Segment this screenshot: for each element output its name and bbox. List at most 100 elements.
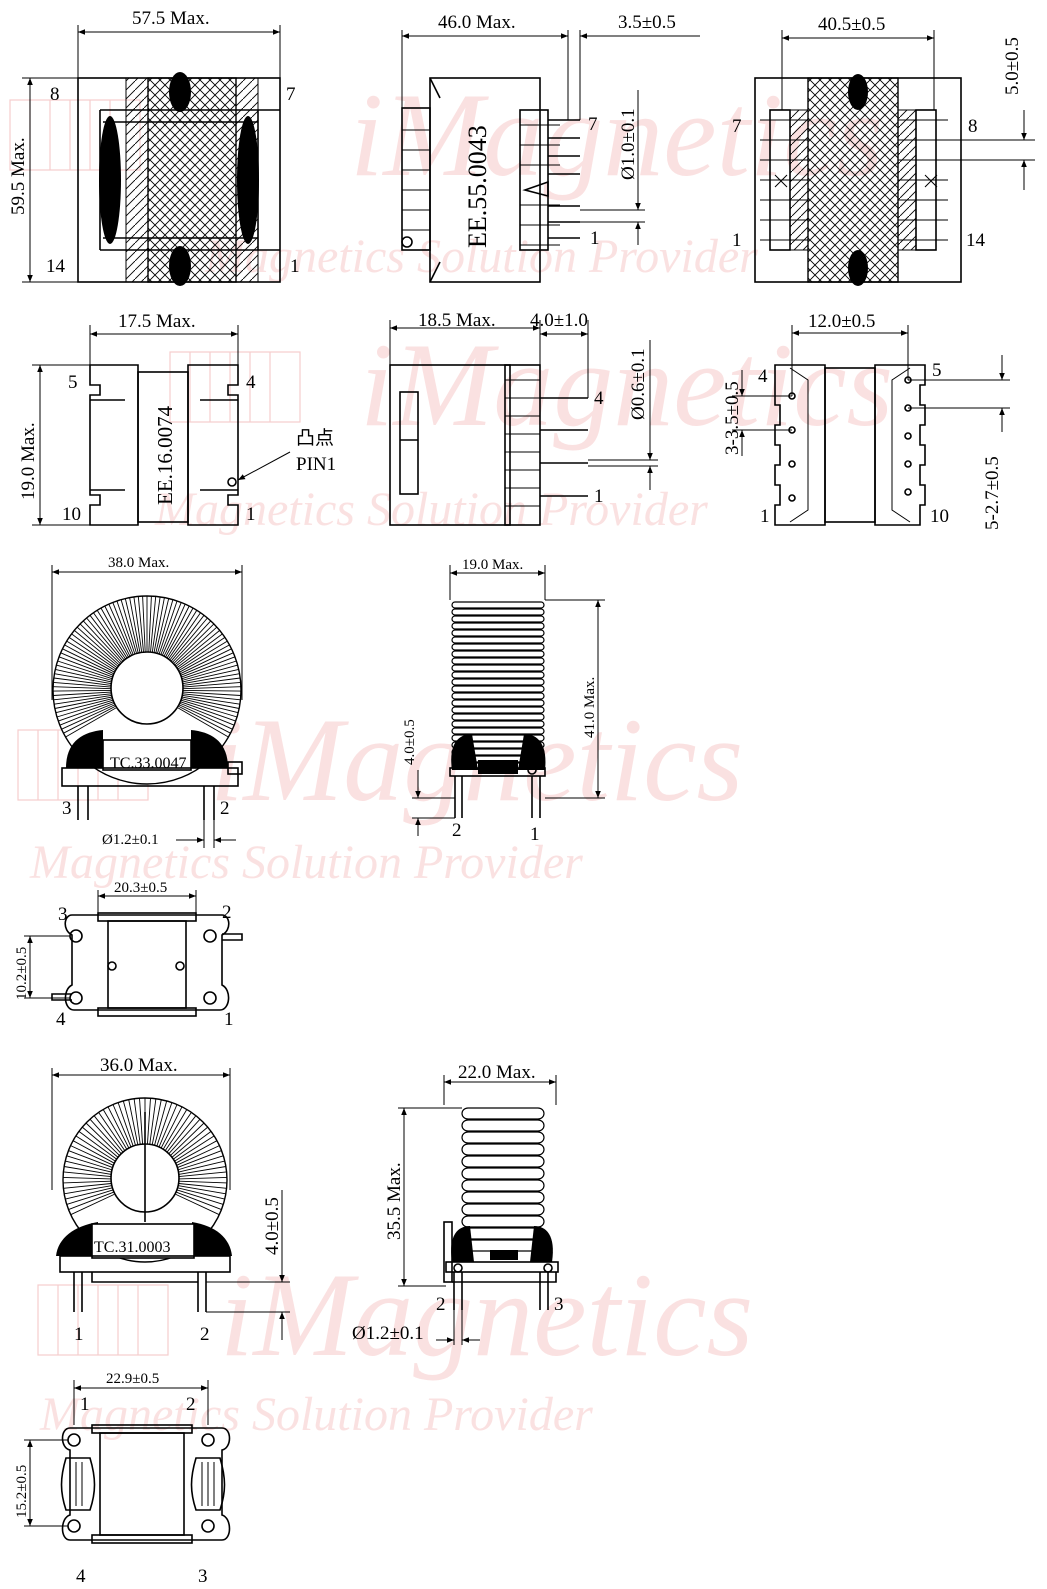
winding-turn xyxy=(66,1155,113,1171)
winding-turn xyxy=(175,1193,220,1216)
coil-rib xyxy=(451,692,545,700)
winding-turn xyxy=(179,652,234,677)
winding-turn xyxy=(85,1122,121,1157)
winding-turn xyxy=(78,1131,118,1161)
tc31-side-pin-3: 3 xyxy=(554,1294,564,1315)
winding-turn xyxy=(133,1098,141,1147)
winding-turn xyxy=(57,660,113,680)
winding-turn xyxy=(56,699,113,718)
coil-rib xyxy=(461,1203,545,1216)
winding-turn xyxy=(167,612,201,661)
ee55-bottom-pin-1: 1 xyxy=(732,230,742,251)
winding-turn xyxy=(169,1122,205,1157)
winding-turn xyxy=(66,640,117,672)
coil-rib xyxy=(451,643,545,651)
winding-turn xyxy=(133,596,143,655)
tc31-bottom-view: 22.9±0.5 15.2±0.5 1 2 4 3 xyxy=(14,1371,231,1587)
tc33-bottom-view: 20.3±0.5 10.2±0.5 3 2 4 1 xyxy=(14,880,243,1030)
tc33-front-view: TC.33.0047 38.0 Max. Ø1.2±0.1 3 2 xyxy=(51,555,243,848)
tc33-standoff: 4.0±0.5 xyxy=(402,719,418,765)
ee16-side-pin-1: 1 xyxy=(594,486,604,507)
tc31-front-width: 36.0 Max. xyxy=(100,1055,178,1076)
ee55-side-width: 46.0 Max. xyxy=(438,12,516,33)
winding-turn xyxy=(165,1115,197,1154)
winding-turn xyxy=(176,1191,222,1211)
winding-turn xyxy=(74,630,120,668)
coil-rib xyxy=(451,671,545,679)
coil-rib xyxy=(461,1107,545,1120)
winding-turn xyxy=(175,633,223,669)
tc33-bottom-pin-1: 1 xyxy=(224,1009,234,1030)
winding-turn xyxy=(56,664,113,681)
winding-turn xyxy=(153,597,165,655)
coil-rib xyxy=(461,1191,545,1204)
winding-turn xyxy=(63,1183,112,1189)
tc31-pin-diameter: Ø1.2±0.1 xyxy=(352,1323,424,1344)
tc31-front-view: TC.31.0003 36.0 Max. 4.0±0.5 1 2 xyxy=(51,1055,290,1345)
watermark-tagline-4: Magnetics Solution Provider xyxy=(39,1388,593,1441)
winding-turn xyxy=(177,1160,225,1173)
winding-turn xyxy=(181,698,239,714)
ee55-side-pin-7: 7 xyxy=(588,114,598,135)
tc31-side-view: 22.0 Max. 35.5 Max. Ø1.2±0.1 2 3 xyxy=(352,1062,564,1345)
winding-turn xyxy=(178,706,231,734)
winding-turn xyxy=(60,652,115,677)
tc31-bottom-pin-4: 4 xyxy=(76,1566,86,1587)
ee55-pin-diameter: Ø1.0±0.1 xyxy=(618,108,639,180)
coil-rib xyxy=(451,608,545,616)
winding-turn xyxy=(112,1104,133,1149)
winding-turn xyxy=(181,664,238,681)
ee55-front-height: 59.5 Max. xyxy=(8,137,29,215)
winding-turn xyxy=(93,1115,125,1154)
tc31-front-pin-2: 2 xyxy=(200,1324,210,1345)
tc33-side-pin-1: 1 xyxy=(530,824,540,845)
winding-turn xyxy=(161,1109,188,1152)
ee16-side-width: 18.5 Max. xyxy=(418,310,496,331)
winding-turn xyxy=(53,681,112,688)
winding-turn xyxy=(173,1135,215,1163)
winding-turn xyxy=(156,599,174,656)
ee16-bottom-pin-10: 10 xyxy=(930,506,949,527)
tc33-side-height: 41.0 Max. xyxy=(582,677,598,738)
ee55-bottom-pin-7: 7 xyxy=(732,116,742,137)
ee55-bottom-pin-8: 8 xyxy=(968,116,978,137)
watermark-tagline-2: Magnetics Solution Provider xyxy=(154,483,708,536)
winding-turn xyxy=(62,1180,112,1184)
winding-turn xyxy=(62,648,115,675)
winding-turn xyxy=(55,668,112,683)
winding-turn xyxy=(179,648,232,675)
tc31-bottom-width: 22.9±0.5 xyxy=(106,1371,159,1387)
watermark-tagline-1: Magnetics Solution Provider xyxy=(204,230,758,283)
coil-rib xyxy=(451,741,545,749)
coil-rib xyxy=(451,706,545,714)
winding-turn xyxy=(182,681,241,688)
winding-turn xyxy=(54,694,112,705)
watermark-tagline-3: Magnetics Solution Provider xyxy=(29,836,583,889)
coil-rib xyxy=(451,615,545,623)
ee16-bottom-pin-5: 5 xyxy=(932,360,942,381)
winding-turn xyxy=(122,1100,137,1148)
coil-rib xyxy=(451,699,545,707)
winding-turn xyxy=(75,1135,117,1163)
winding-turn xyxy=(182,677,241,686)
winding-turn xyxy=(54,673,112,685)
tc33-bottom-pitch: 10.2±0.5 xyxy=(14,947,30,1000)
ee16-front-height: 19.0 Max. xyxy=(18,422,39,500)
winding-turn xyxy=(178,1185,226,1195)
tc31-side-coil xyxy=(461,1107,545,1252)
winding-turn xyxy=(64,644,116,674)
ee55-front-pin-1: 1 xyxy=(290,256,300,277)
winding-turn xyxy=(129,597,141,655)
coil-rib xyxy=(451,636,545,644)
tc31-bottom-pitch: 15.2±0.5 xyxy=(14,1465,30,1518)
watermark-brand-2: iMagnetics xyxy=(360,318,893,451)
winding-turn xyxy=(52,689,112,692)
winding-turn xyxy=(153,1100,168,1148)
winding-turn xyxy=(58,656,114,678)
winding-turn xyxy=(63,706,116,734)
winding-turn xyxy=(124,598,140,656)
winding-turn xyxy=(137,596,145,655)
coil-rib xyxy=(451,664,545,672)
winding-turn xyxy=(178,644,230,674)
winding-turn xyxy=(161,603,186,658)
